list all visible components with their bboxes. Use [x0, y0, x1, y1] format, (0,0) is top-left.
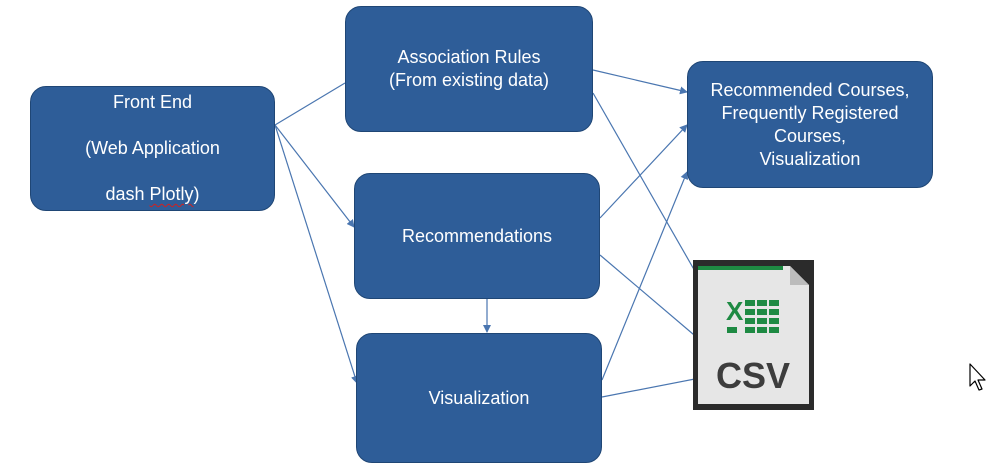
csv-label: CSV	[716, 355, 790, 396]
edge-frontend-to-visualization	[274, 124, 359, 384]
visualization-node[interactable]: Visualization	[356, 333, 602, 463]
edge-visualization-to-csv	[601, 377, 701, 398]
recommendations-label: Recommendations	[401, 225, 553, 246]
outputs-node[interactable]: Recommended Courses, Frequently Register…	[687, 61, 933, 188]
front-end-line2: (Web Application	[85, 138, 220, 158]
edge-association-to-csv	[592, 92, 701, 281]
front-end-line3: dash Plotly)	[85, 183, 220, 206]
edge-recommendations-to-outputs	[599, 124, 688, 219]
association-rules-node[interactable]: Association Rules (From existing data)	[345, 6, 593, 132]
outputs-label: Recommended Courses, Frequently Register…	[710, 79, 910, 169]
recommendations-node[interactable]: Recommendations	[354, 173, 600, 299]
front-end-line1: Front End	[112, 92, 193, 112]
edge-frontend-to-recommendations	[274, 124, 355, 228]
svg-text:X: X	[726, 296, 744, 326]
misspelled-word: Plotly	[149, 184, 194, 204]
front-end-line3-pre: dash	[105, 184, 150, 204]
association-rules-label: Association Rules (From existing data)	[388, 47, 550, 90]
excel-csv-file-icon[interactable]: X CSV	[693, 260, 814, 410]
front-end-node[interactable]: Front End (Web Application dash Plotly)	[30, 86, 275, 211]
edge-association-to-outputs	[592, 69, 688, 95]
edge-visualization-to-outputs	[601, 171, 689, 381]
edge-recommendations-to-csv	[599, 254, 701, 341]
front-end-line3-post: )	[193, 184, 200, 204]
edge-frontend-to-association	[274, 82, 346, 126]
visualization-label: Visualization	[428, 387, 530, 408]
mouse-pointer-icon	[969, 363, 986, 391]
